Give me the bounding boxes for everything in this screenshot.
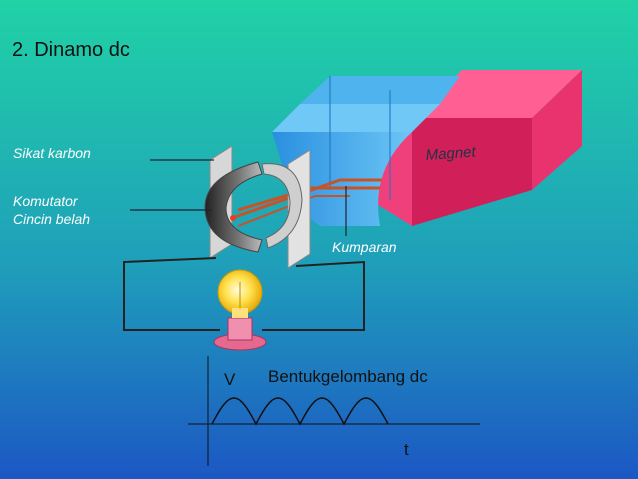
label-komutator: Komutator — [13, 193, 79, 209]
graph-x-label: t — [404, 440, 409, 459]
slide-title: 2. Dinamo dc — [12, 39, 130, 61]
label-magnet: Magnet — [425, 143, 477, 164]
label-kumparan: Kumparan — [332, 239, 397, 255]
coil-wire — [231, 178, 382, 227]
split-ring-commutator — [204, 161, 303, 253]
graph-title: Bentukgelombang dc — [268, 367, 428, 386]
light-bulb-icon — [213, 269, 267, 351]
dc-waveform — [211, 397, 389, 426]
label-sikat-karbon: Sikat karbon — [13, 145, 91, 161]
circuit-wire-left — [123, 257, 220, 331]
graph-y-label: V — [224, 370, 236, 389]
circuit-wire-right — [262, 260, 365, 331]
label-cincin-belah: Cincin belah — [13, 211, 90, 227]
